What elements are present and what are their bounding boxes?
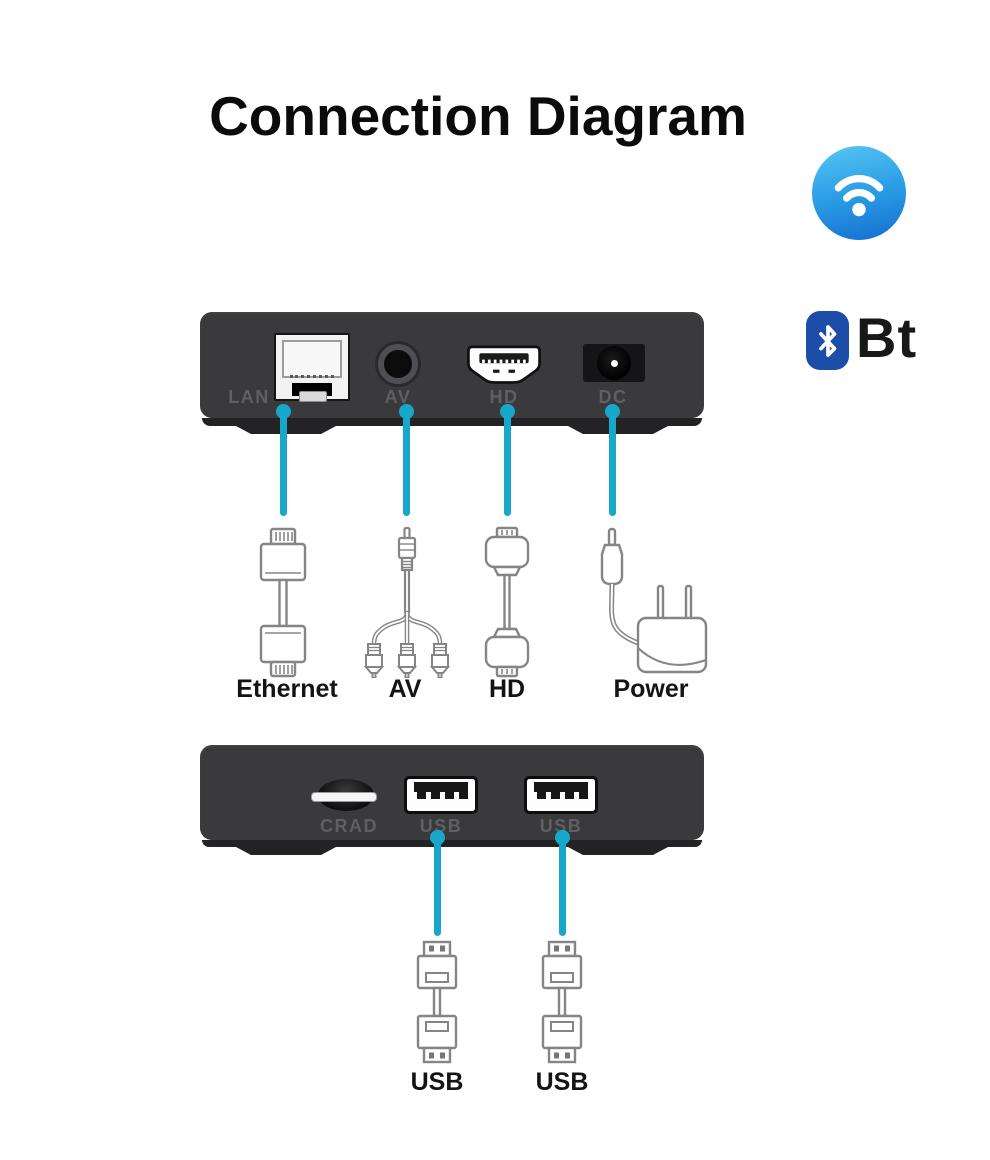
lan-port-label: LAN bbox=[228, 387, 270, 407]
card-slot-label: CRAD bbox=[320, 816, 378, 836]
device-front-foot-right bbox=[568, 847, 668, 855]
bluetooth-icon bbox=[806, 311, 849, 370]
power-cable-label: Power bbox=[613, 675, 689, 703]
av-cable-label: AV bbox=[388, 675, 422, 703]
dc-port bbox=[583, 344, 645, 382]
hd-port-label: HD bbox=[489, 387, 519, 407]
power-cable-icon bbox=[600, 527, 708, 674]
connector-line-lan bbox=[279, 410, 287, 516]
device-front-base bbox=[202, 840, 702, 847]
usb-port-2-label: USB bbox=[539, 816, 583, 836]
wifi-signal-glyph bbox=[834, 175, 884, 217]
hd-cable-icon bbox=[484, 526, 530, 678]
usb-cable-icon-1 bbox=[416, 940, 458, 1064]
usb-cable-icon-2 bbox=[541, 940, 583, 1064]
device-back-base bbox=[202, 418, 702, 426]
hd-cable-label: HD bbox=[488, 675, 526, 703]
usb-port-2 bbox=[524, 776, 598, 814]
usb-port-1 bbox=[404, 776, 478, 814]
device-front-foot-left bbox=[236, 847, 336, 855]
connector-line-dc bbox=[608, 410, 616, 516]
wifi-icon bbox=[812, 146, 906, 240]
av-port bbox=[378, 344, 418, 384]
usb-cable-2-label: USB bbox=[535, 1068, 589, 1096]
dc-port-barrel bbox=[597, 346, 631, 380]
usb-port-1-label: USB bbox=[419, 816, 463, 836]
card-slot-opening bbox=[311, 792, 377, 802]
bluetooth-rune-glyph bbox=[818, 324, 836, 357]
lan-port-pins bbox=[290, 375, 334, 378]
connector-line-av bbox=[402, 410, 410, 516]
av-cable-icon bbox=[363, 526, 451, 678]
hd-port bbox=[467, 345, 541, 384]
lan-port bbox=[274, 333, 350, 402]
device-back-foot-right bbox=[568, 426, 668, 434]
ethernet-cable-label: Ethernet bbox=[236, 675, 338, 703]
usb-cable-1-label: USB bbox=[410, 1068, 464, 1096]
page-title: Connection Diagram bbox=[209, 85, 747, 147]
connector-line-hd bbox=[503, 410, 511, 516]
lan-port-tab bbox=[299, 391, 327, 402]
dc-port-label: DC bbox=[598, 387, 628, 407]
connector-line-usb1 bbox=[433, 836, 441, 936]
ethernet-cable-icon bbox=[259, 527, 307, 678]
dc-port-pin bbox=[611, 360, 618, 367]
connector-line-usb2 bbox=[558, 836, 566, 936]
bluetooth-label: Bt bbox=[856, 306, 918, 369]
av-port-label: AV bbox=[384, 387, 412, 407]
lan-port-inner bbox=[282, 340, 342, 378]
